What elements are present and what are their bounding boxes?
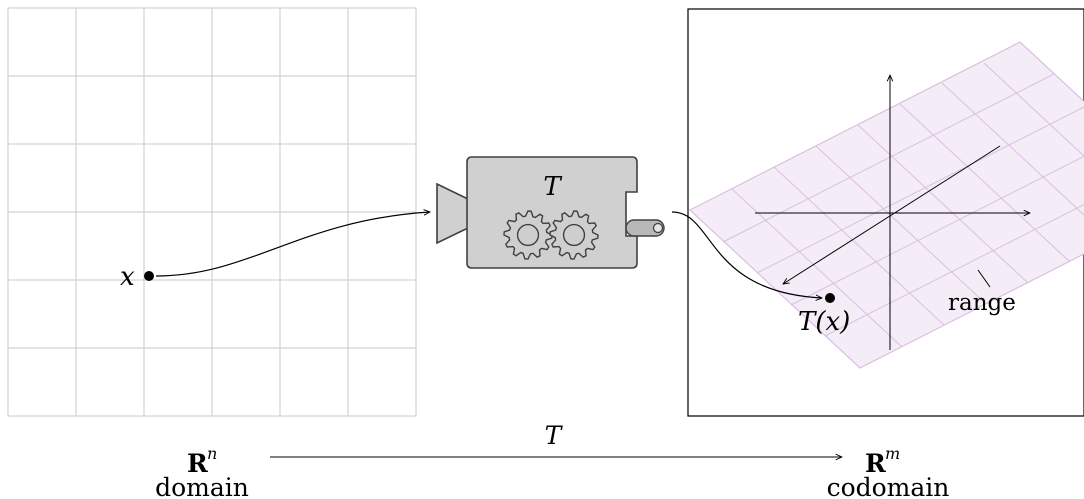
domain-panel: x [8,8,416,416]
point-x [144,271,154,281]
range-label: range [948,290,1016,316]
image-point [825,293,835,303]
codomain-caption: codomain [827,473,950,499]
domain-space-label: R n domain [155,444,249,499]
domain-space-exponent: n [207,444,217,463]
codomain-space-label: R m codomain [827,444,950,499]
domain-grid [8,8,416,416]
machine-label: T [543,172,562,202]
point-x-label: x [120,262,135,292]
machine-input-funnel [437,184,468,243]
image-point-label: T(x) [798,307,850,337]
codomain-space-exponent: m [885,444,900,463]
output-spout-hole [654,224,663,233]
bottom-arrow-label: T [545,421,564,450]
transformation-machine: T [437,157,664,268]
domain-caption: domain [155,473,249,499]
codomain-panel: range T(x) [688,9,1084,416]
